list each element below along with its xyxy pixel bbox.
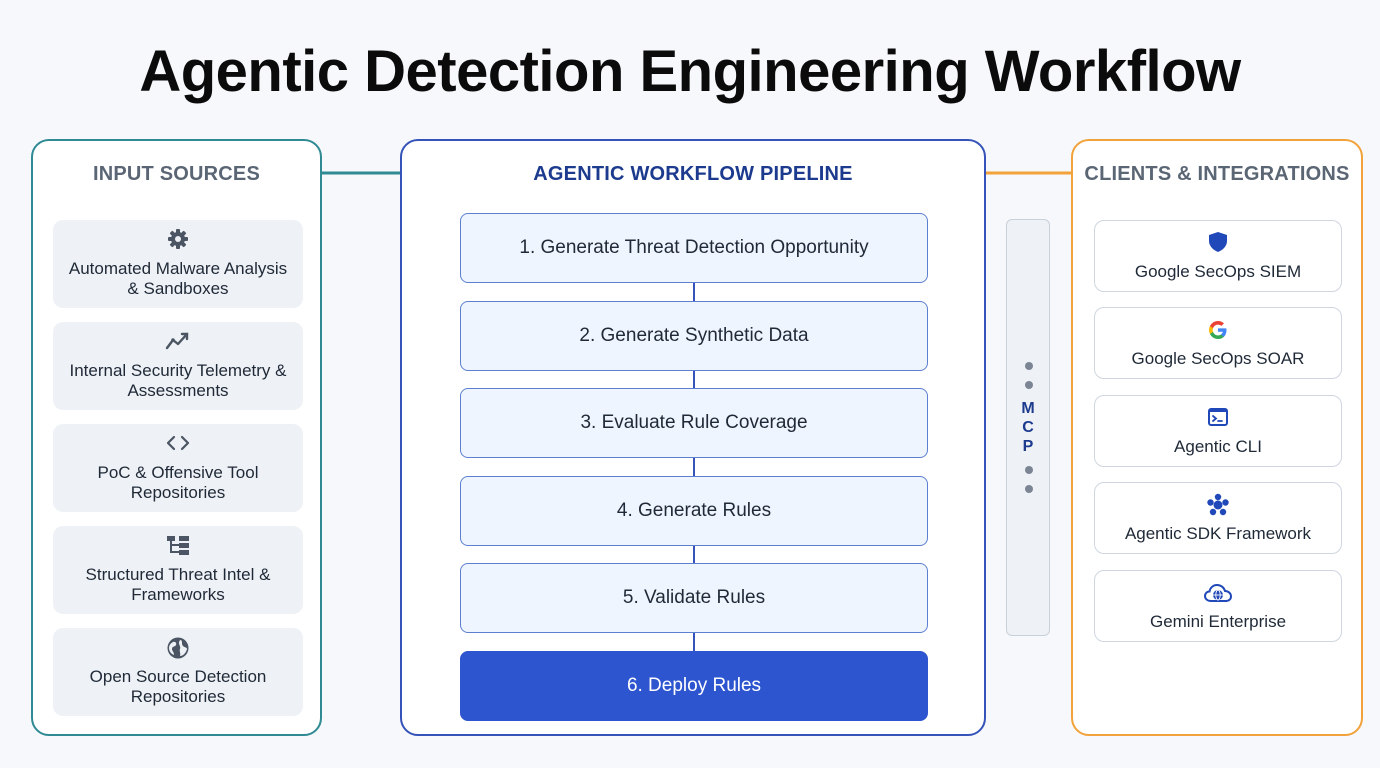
cloud-globe-icon: [1095, 581, 1341, 603]
pipeline-step-6: 6. Deploy Rules: [460, 651, 928, 721]
step-connector: [693, 370, 695, 390]
client-card-secops-siem: Google SecOps SIEM: [1094, 220, 1342, 292]
source-card-internal-telemetry: Internal Security Telemetry &Assessments: [53, 322, 303, 410]
globe-icon: [53, 636, 303, 659]
client-card-agentic-cli: Agentic CLI: [1094, 395, 1342, 467]
client-label: Agentic SDK Framework: [1124, 524, 1312, 543]
gear-icon: [53, 228, 303, 250]
input-sources-heading: INPUT SOURCES: [92, 163, 261, 185]
mcp-letter-p: P: [1022, 438, 1034, 455]
client-card-agentic-sdk: Agentic SDK Framework: [1094, 482, 1342, 554]
source-card-threat-intel: Structured Threat Intel &Frameworks: [53, 526, 303, 614]
pipeline-heading: AGENTIC WORKFLOW PIPELINE: [533, 163, 853, 185]
pipeline-step-1: 1. Generate Threat Detection Opportunity: [460, 213, 928, 283]
pipeline-step-2: 2. Generate Synthetic Data: [460, 301, 928, 371]
clients-heading: CLIENTS & INTEGRATIONS: [1084, 163, 1350, 185]
mcp-dot: [1025, 362, 1033, 370]
mcp-connector-bar: M C P: [1006, 219, 1050, 636]
clients-panel: CLIENTS & INTEGRATIONS Google SecOps SIE…: [1071, 139, 1363, 736]
client-card-secops-soar: Google SecOps SOAR: [1094, 307, 1342, 379]
step-connector: [693, 457, 695, 477]
puzzle-icon: [1095, 493, 1341, 516]
pipeline-panel: AGENTIC WORKFLOW PIPELINE 1. Generate Th…: [400, 139, 986, 736]
hierarchy-icon: [53, 534, 303, 556]
client-label: Google SecOps SOAR: [1131, 349, 1305, 368]
client-label: Google SecOps SIEM: [1134, 262, 1302, 281]
mcp-dot: [1025, 485, 1033, 493]
source-label: Structured Threat Intel &Frameworks: [85, 565, 271, 604]
terminal-icon: [1095, 406, 1341, 428]
client-card-gemini-enterprise: Gemini Enterprise: [1094, 570, 1342, 642]
trend-icon: [53, 330, 303, 352]
mcp-letter-m: M: [1021, 400, 1035, 417]
pipeline-step-3: 3. Evaluate Rule Coverage: [460, 388, 928, 458]
source-label: Internal Security Telemetry &Assessments: [69, 361, 287, 400]
pipeline-step-5: 5. Validate Rules: [460, 563, 928, 633]
step-connector: [693, 282, 695, 302]
input-sources-panel: INPUT SOURCES Automated Malware Analysis…: [31, 139, 322, 736]
source-label: Automated Malware Analysis& Sandboxes: [68, 259, 288, 298]
mcp-dot: [1025, 466, 1033, 474]
step-connector: [693, 545, 695, 565]
mcp-letter-c: C: [1022, 419, 1034, 436]
google-g-icon: [1095, 318, 1341, 340]
pipeline-step-4: 4. Generate Rules: [460, 476, 928, 546]
step-connector: [693, 632, 695, 652]
mcp-dot: [1025, 381, 1033, 389]
client-label: Gemini Enterprise: [1149, 612, 1287, 631]
shield-icon: [1095, 231, 1341, 253]
source-card-malware-analysis: Automated Malware Analysis& Sandboxes: [53, 220, 303, 308]
page-title: Agentic Detection Engineering Workflow: [139, 39, 1241, 104]
code-icon: [53, 432, 303, 454]
client-label: Agentic CLI: [1174, 437, 1262, 456]
